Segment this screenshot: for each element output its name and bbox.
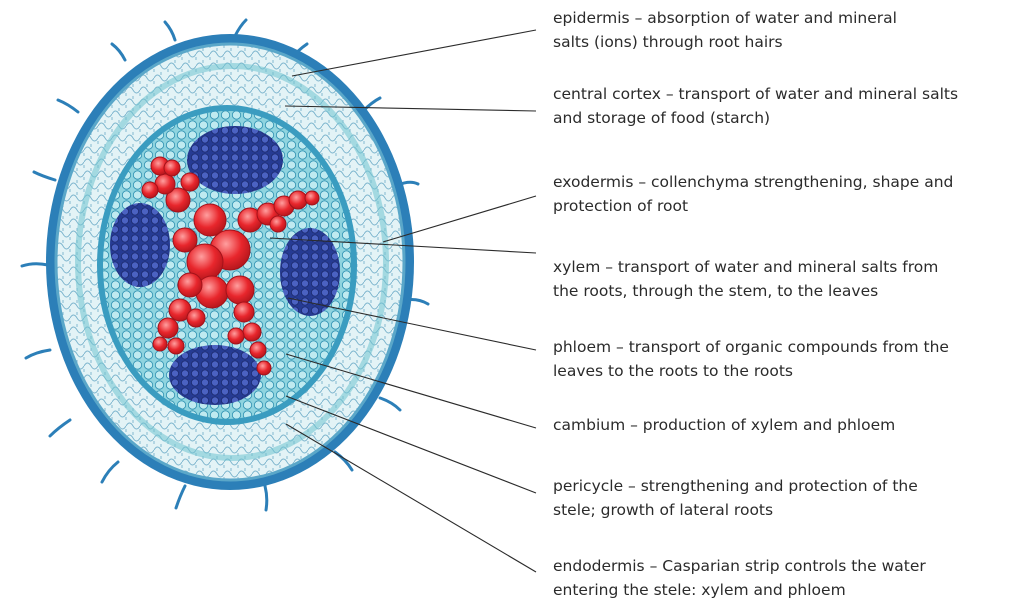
label-phloem-line-1: phloem – transport of organic compounds … — [553, 335, 1029, 359]
label-pericycle-line-1: pericycle – strengthening and protection… — [553, 474, 1029, 498]
label-phloem: phloem – transport of organic compounds … — [553, 335, 1029, 383]
label-cambium-line-1: cambium – production of xylem and phloem — [553, 413, 1029, 437]
leader-epidermis — [292, 30, 536, 76]
label-central-cortex-line-1: central cortex – transport of water and … — [553, 82, 1029, 106]
label-xylem: xylem – transport of water and mineral s… — [553, 255, 1029, 303]
label-xylem-line-1: xylem – transport of water and mineral s… — [553, 255, 1029, 279]
label-epidermis-line-2: salts (ions) through root hairs — [553, 30, 1029, 54]
label-central-cortex-line-2: and storage of food (starch) — [553, 106, 1029, 130]
label-cambium: cambium – production of xylem and phloem — [553, 413, 1029, 437]
label-endodermis-line-2: entering the stele: xylem and phloem — [553, 578, 1029, 602]
label-exodermis: exodermis – collenchyma strengthening, s… — [553, 170, 1029, 218]
label-epidermis: epidermis – absorption of water and mine… — [553, 6, 1029, 54]
label-xylem-line-2: the roots, through the stem, to the leav… — [553, 279, 1029, 303]
label-pericycle: pericycle – strengthening and protection… — [553, 474, 1029, 522]
label-pericycle-line-2: stele; growth of lateral roots — [553, 498, 1029, 522]
label-endodermis-line-1: endodermis – Casparian strip controls th… — [553, 554, 1029, 578]
label-central-cortex: central cortex – transport of water and … — [553, 82, 1029, 130]
label-phloem-line-2: leaves to the roots to the roots — [553, 359, 1029, 383]
leader-endodermis — [286, 424, 536, 572]
label-endodermis: endodermis – Casparian strip controls th… — [553, 554, 1029, 602]
label-exodermis-line-1: exodermis – collenchyma strengthening, s… — [553, 170, 1029, 194]
label-epidermis-line-1: epidermis – absorption of water and mine… — [553, 6, 1029, 30]
label-exodermis-line-2: protection of root — [553, 194, 1029, 218]
